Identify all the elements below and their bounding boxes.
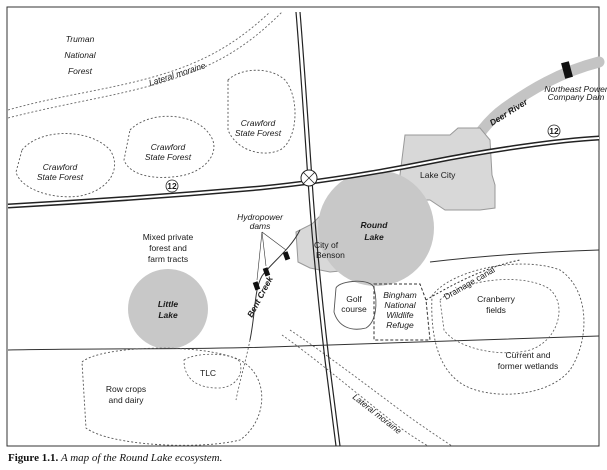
hydropower-dam-1 [252, 281, 261, 291]
dam-pointer-3 [261, 231, 287, 251]
north-south-road [295, 11, 337, 447]
figure-caption: Figure 1.1. A map of the Round Lake ecos… [8, 452, 222, 464]
label-lake-city: Lake City [420, 170, 456, 180]
round-lake [318, 170, 434, 286]
bent-creek-tributary [235, 339, 251, 401]
tlc-outline [183, 353, 242, 389]
east-west-road-south [7, 335, 600, 351]
crawford-state-forest-right-outline [227, 69, 296, 154]
lateral-moraine-top-line-2 [7, 11, 283, 119]
crawford-state-forest-mid-outline [123, 115, 215, 178]
dam-pointer-2 [261, 231, 267, 267]
dam-pointer-1 [256, 231, 263, 281]
hydropower-dam-3 [282, 251, 291, 261]
map-frame [6, 6, 600, 447]
svg-text:12: 12 [549, 126, 559, 136]
row-crops-outline [81, 347, 263, 446]
label-lateral-moraine-bottom: Lateral moraine [351, 392, 404, 436]
highway-12-shield-east: 12 [547, 124, 561, 138]
drainage-canal [425, 259, 521, 301]
hydropower-dam-2 [262, 267, 271, 277]
highway-12-inner [7, 137, 600, 207]
wetlands-outline [431, 263, 585, 395]
lateral-moraine-bottom-line-2 [281, 334, 429, 447]
figure-caption-text: A map of the Round Lake ecosystem. [60, 452, 223, 464]
label-tlc: TLC [200, 368, 216, 378]
little-lake [128, 269, 208, 349]
golf-course-outline [333, 280, 377, 330]
north-south-road-2 [299, 11, 341, 447]
northeast-power-dam [561, 61, 573, 79]
svg-text:12: 12 [167, 181, 177, 191]
lateral-moraine-bottom-line [289, 329, 453, 447]
label-lateral-moraine-top: Lateral moraine [148, 60, 208, 88]
cranberry-fields-outline [439, 279, 560, 354]
figure-number: Figure 1.1. [8, 452, 59, 464]
crawford-state-forest-left-outline [15, 133, 115, 198]
lateral-moraine-top-line [7, 11, 271, 111]
bent-creek [249, 229, 301, 341]
interchange-line-2 [302, 171, 316, 185]
east-road [429, 249, 600, 263]
highway-12-shield-west: 12 [165, 179, 179, 193]
